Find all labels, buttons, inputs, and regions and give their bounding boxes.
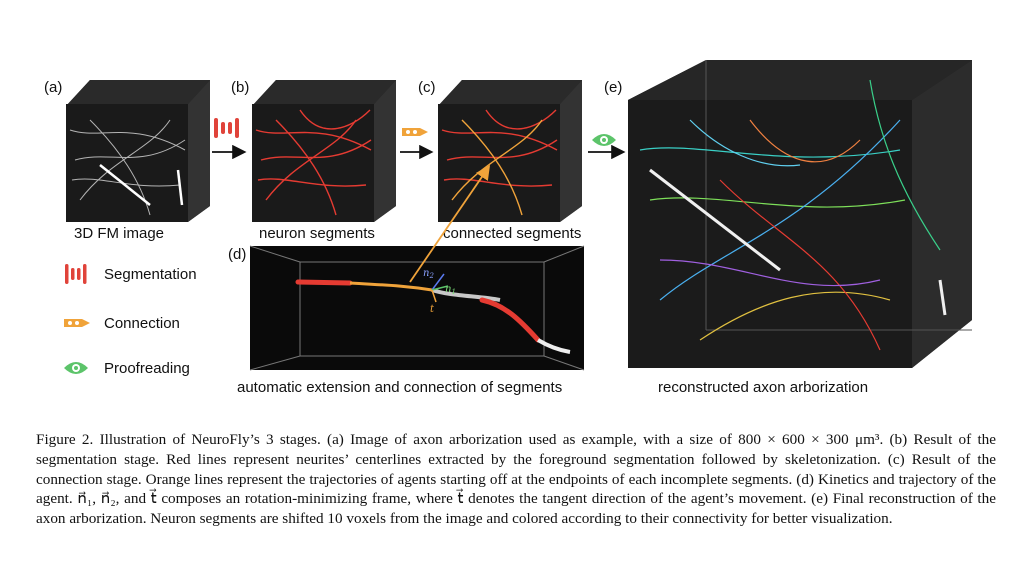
legend-label-segmentation: Segmentation	[104, 266, 197, 283]
panel-b-caption: neuron segments	[259, 225, 375, 242]
panel-d-caption: automatic extension and connection of se…	[237, 379, 562, 396]
segmentation-icon	[214, 118, 239, 138]
panel-b-volume	[252, 80, 396, 222]
panel-d-label: (d)	[228, 246, 246, 263]
figure-caption: Figure 2. Illustration of NeuroFly’s 3 s…	[36, 430, 996, 529]
vector-n1-label: n	[445, 284, 451, 295]
legend-label-proofreading: Proofreading	[104, 360, 190, 377]
legend: Segmentation Connection Proofreading	[64, 264, 197, 377]
panel-d-volume: n2 n1 t	[249, 245, 585, 371]
vector-n2-subscript: 2	[428, 272, 434, 280]
panel-e-caption: reconstructed axon arborization	[658, 379, 868, 396]
legend-item-proofreading: Proofreading	[64, 360, 190, 377]
panel-e-volume	[628, 60, 972, 368]
zoom-arrow-d-to-c	[409, 165, 491, 283]
vector-n2-label: n	[423, 268, 429, 279]
panel-a-volume	[66, 80, 210, 222]
vector-t-label: t	[430, 304, 435, 315]
connection-icon	[64, 319, 90, 327]
panel-a-caption: 3D FM image	[74, 225, 164, 242]
proofreading-icon	[592, 134, 616, 146]
panel-e-label: (e)	[604, 79, 622, 96]
panel-c-volume	[438, 80, 582, 222]
vector-n1-subscript: 1	[451, 288, 455, 296]
panel-b-label: (b)	[231, 79, 249, 96]
segmentation-icon	[65, 264, 87, 284]
legend-item-connection: Connection	[64, 315, 180, 332]
panel-a-label: (a)	[44, 79, 62, 96]
panel-c-label: (c)	[418, 79, 436, 96]
proofreading-icon	[64, 362, 88, 374]
connection-icon	[402, 128, 428, 136]
svg-text:n2: n2	[423, 268, 434, 280]
svg-text:n1: n1	[445, 284, 456, 296]
legend-item-segmentation: Segmentation	[65, 264, 197, 284]
figure-caption-text: Illustration of NeuroFly’s 3 stages. (a)…	[36, 431, 997, 528]
panel-c-caption: connected segments	[443, 225, 581, 242]
figure-label: Figure 2.	[36, 431, 94, 448]
legend-label-connection: Connection	[104, 315, 180, 332]
